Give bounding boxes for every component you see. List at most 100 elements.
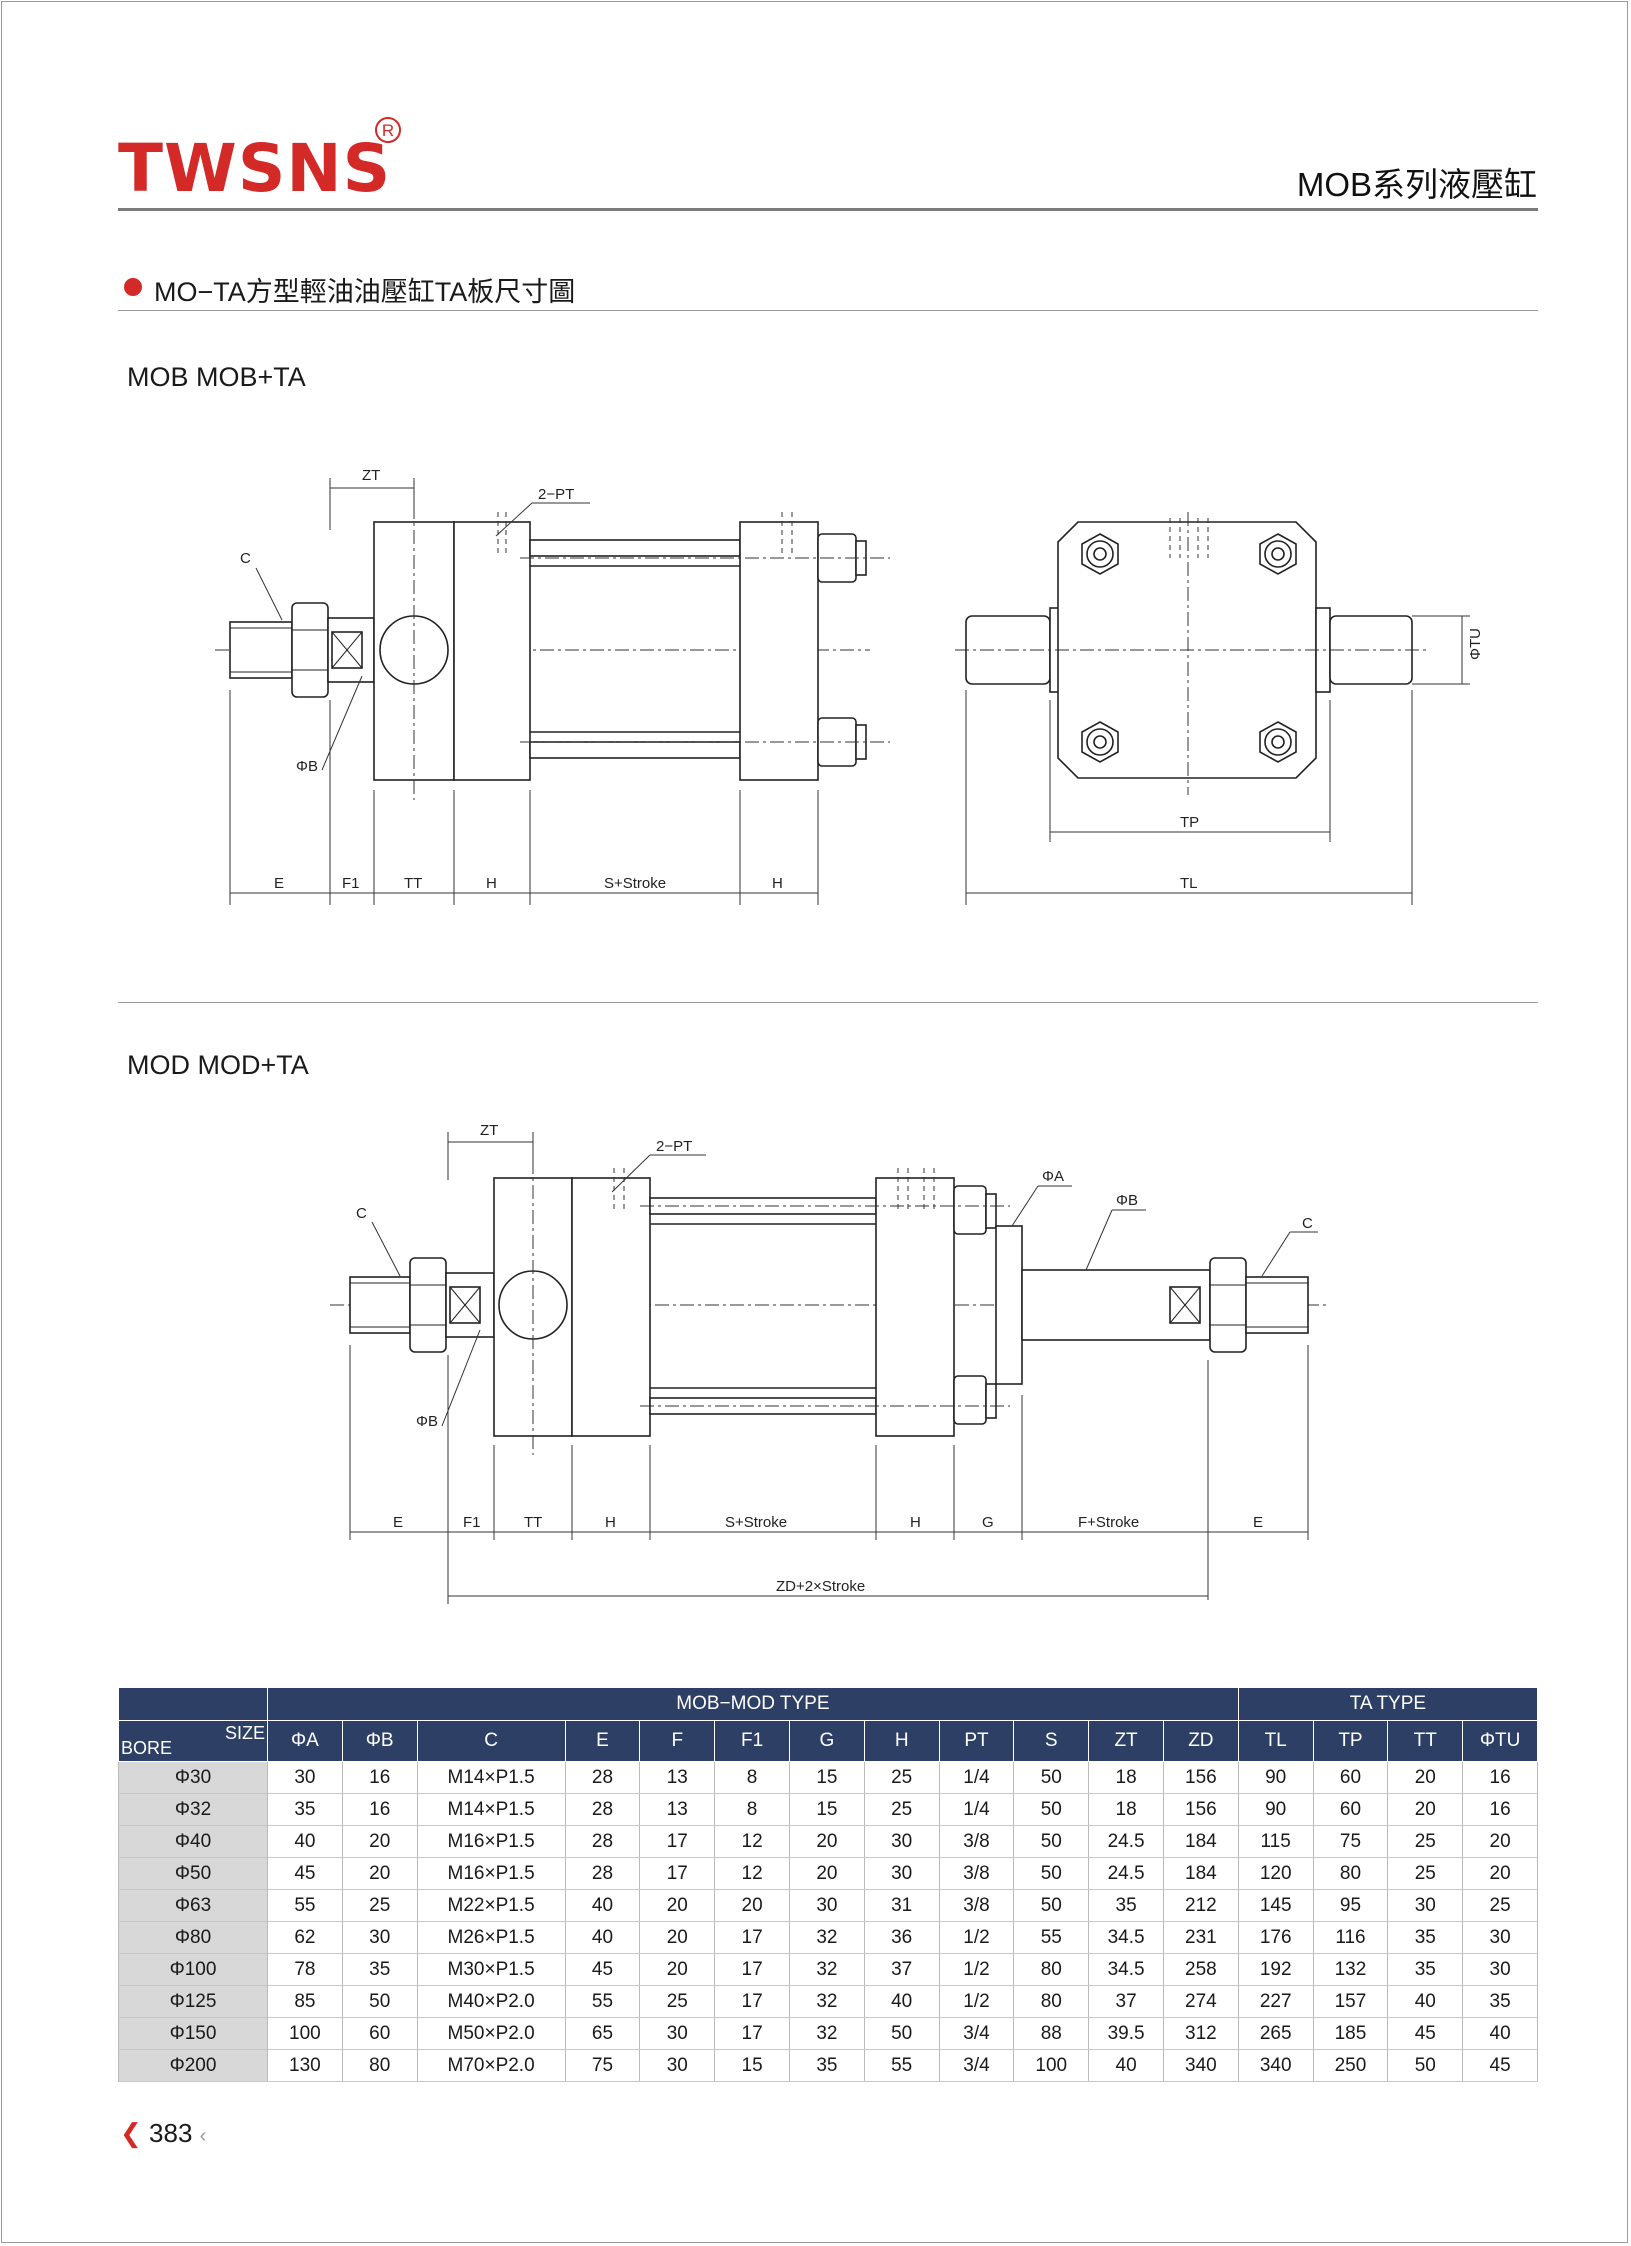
table-cell: 20: [639, 1953, 716, 1986]
table-cell: 30: [267, 1761, 343, 1794]
table-cell: 212: [1162, 1889, 1239, 1922]
bore-cell: Φ200: [118, 2049, 268, 2082]
table-cell: 15: [788, 1793, 865, 1826]
table-cell: 30: [639, 2049, 716, 2082]
svg-text:ZT: ZT: [480, 1122, 498, 1139]
table-cell: 37: [863, 1953, 940, 1986]
section-divider: [118, 310, 1538, 311]
bore-cell: Φ30: [118, 1761, 268, 1794]
drawing-divider: [118, 1002, 1538, 1003]
svg-text:ΦA: ΦA: [1042, 1168, 1064, 1185]
table-cell: 30: [1387, 1889, 1464, 1922]
table-cell: 88: [1013, 2017, 1090, 2050]
table-cell: 100: [267, 2017, 343, 2050]
table-cell: 60: [1312, 1793, 1389, 1826]
table-cell: 50: [1387, 2049, 1464, 2082]
table-cell: 340: [1162, 2049, 1239, 2082]
table-cell: 145: [1237, 1889, 1314, 1922]
table-cell: 250: [1312, 2049, 1389, 2082]
table-cell: 156: [1162, 1761, 1239, 1794]
svg-text:TT: TT: [524, 1514, 542, 1531]
bore-cell: Φ40: [118, 1825, 268, 1858]
table-cell: 75: [564, 2049, 641, 2082]
mob-drawing-title: MOB MOB+TA: [127, 362, 306, 392]
table-cell: 35: [788, 2049, 865, 2082]
table-cell: 40: [564, 1921, 641, 1954]
table-cell: 28: [564, 1857, 641, 1890]
table-cell: M50×P2.0: [416, 2017, 566, 2050]
table-cell: 40: [1462, 2017, 1538, 2050]
table-cell: 30: [788, 1889, 865, 1922]
table-cell: 20: [639, 1889, 716, 1922]
table-cell: 312: [1162, 2017, 1239, 2050]
svg-text:F1: F1: [342, 875, 360, 892]
table-cell: 50: [1013, 1889, 1090, 1922]
column-header: ΦA: [267, 1720, 343, 1762]
column-header: E: [564, 1720, 641, 1762]
svg-text:ΦB: ΦB: [296, 758, 318, 775]
table-cell: 32: [788, 2017, 865, 2050]
svg-text:H: H: [910, 1514, 921, 1531]
svg-text:G: G: [982, 1514, 994, 1531]
table-cell: 12: [714, 1825, 790, 1858]
table-cell: 157: [1312, 1985, 1389, 2018]
table-cell: 20: [788, 1857, 865, 1890]
svg-text:C: C: [1302, 1215, 1313, 1232]
mod-drawing-title: MOD MOD+TA: [127, 1050, 309, 1080]
column-header: ZD: [1162, 1720, 1239, 1762]
bore-cell: Φ32: [118, 1793, 268, 1826]
svg-text:ΦB: ΦB: [1116, 1192, 1138, 1209]
table-corner-top: [118, 1687, 268, 1721]
table-cell: 20: [1387, 1761, 1464, 1794]
bore-cell: Φ100: [118, 1953, 268, 1986]
table-cell: 40: [1387, 1985, 1464, 2018]
table-cell: 62: [267, 1921, 343, 1954]
table-cell: 32: [788, 1921, 865, 1954]
table-cell: 50: [1013, 1857, 1090, 1890]
bore-cell: Φ80: [118, 1921, 268, 1954]
table-cell: 18: [1088, 1761, 1164, 1794]
table-cell: 50: [863, 2017, 940, 2050]
svg-text:TT: TT: [404, 875, 422, 892]
table-cell: 30: [1462, 1953, 1538, 1986]
table-cell: 25: [1462, 1889, 1538, 1922]
svg-text:ZD+2×Stroke: ZD+2×Stroke: [776, 1578, 865, 1595]
table-cell: 100: [1013, 2049, 1090, 2082]
svg-text:TL: TL: [1180, 875, 1198, 892]
table-cell: 40: [564, 1889, 641, 1922]
table-cell: 20: [341, 1825, 418, 1858]
next-arrow-icon: ‹: [199, 2125, 207, 2147]
table-cell: M22×P1.5: [416, 1889, 566, 1922]
mod-side-view-drawing: ZT 2−PT C ΦB ΦA ΦB C E F1 TT H S+Stroke …: [330, 1122, 1330, 1604]
column-header: C: [416, 1720, 566, 1762]
svg-text:TP: TP: [1180, 814, 1199, 831]
table-cell: 13: [639, 1793, 716, 1826]
table-cell: 1/4: [938, 1793, 1015, 1826]
table-cell: 16: [1462, 1793, 1538, 1826]
table-cell: 185: [1312, 2017, 1389, 2050]
table-cell: 35: [1387, 1953, 1464, 1986]
table-cell: 16: [1462, 1761, 1538, 1794]
table-cell: 80: [1312, 1857, 1389, 1890]
table-cell: 20: [639, 1921, 716, 1954]
page-number: ❮ 383 ‹: [120, 2118, 206, 2149]
table-cell: 60: [1312, 1761, 1389, 1794]
page-number-text: 383: [149, 2118, 193, 2148]
table-cell: 50: [1013, 1825, 1090, 1858]
column-header: ΦTU: [1462, 1720, 1538, 1762]
table-cell: 45: [564, 1953, 641, 1986]
table-cell: 85: [267, 1985, 343, 2018]
table-cell: 17: [714, 1953, 790, 1986]
svg-text:E: E: [1253, 1514, 1263, 1531]
table-cell: 25: [1387, 1857, 1464, 1890]
table-cell: 45: [1387, 2017, 1464, 2050]
prev-arrow-icon: ❮: [120, 2118, 142, 2148]
table-cell: M40×P2.0: [416, 1985, 566, 2018]
table-cell: 36: [863, 1921, 940, 1954]
group-ta: TA TYPE: [1237, 1687, 1539, 1721]
table-cell: 34.5: [1088, 1953, 1164, 1986]
